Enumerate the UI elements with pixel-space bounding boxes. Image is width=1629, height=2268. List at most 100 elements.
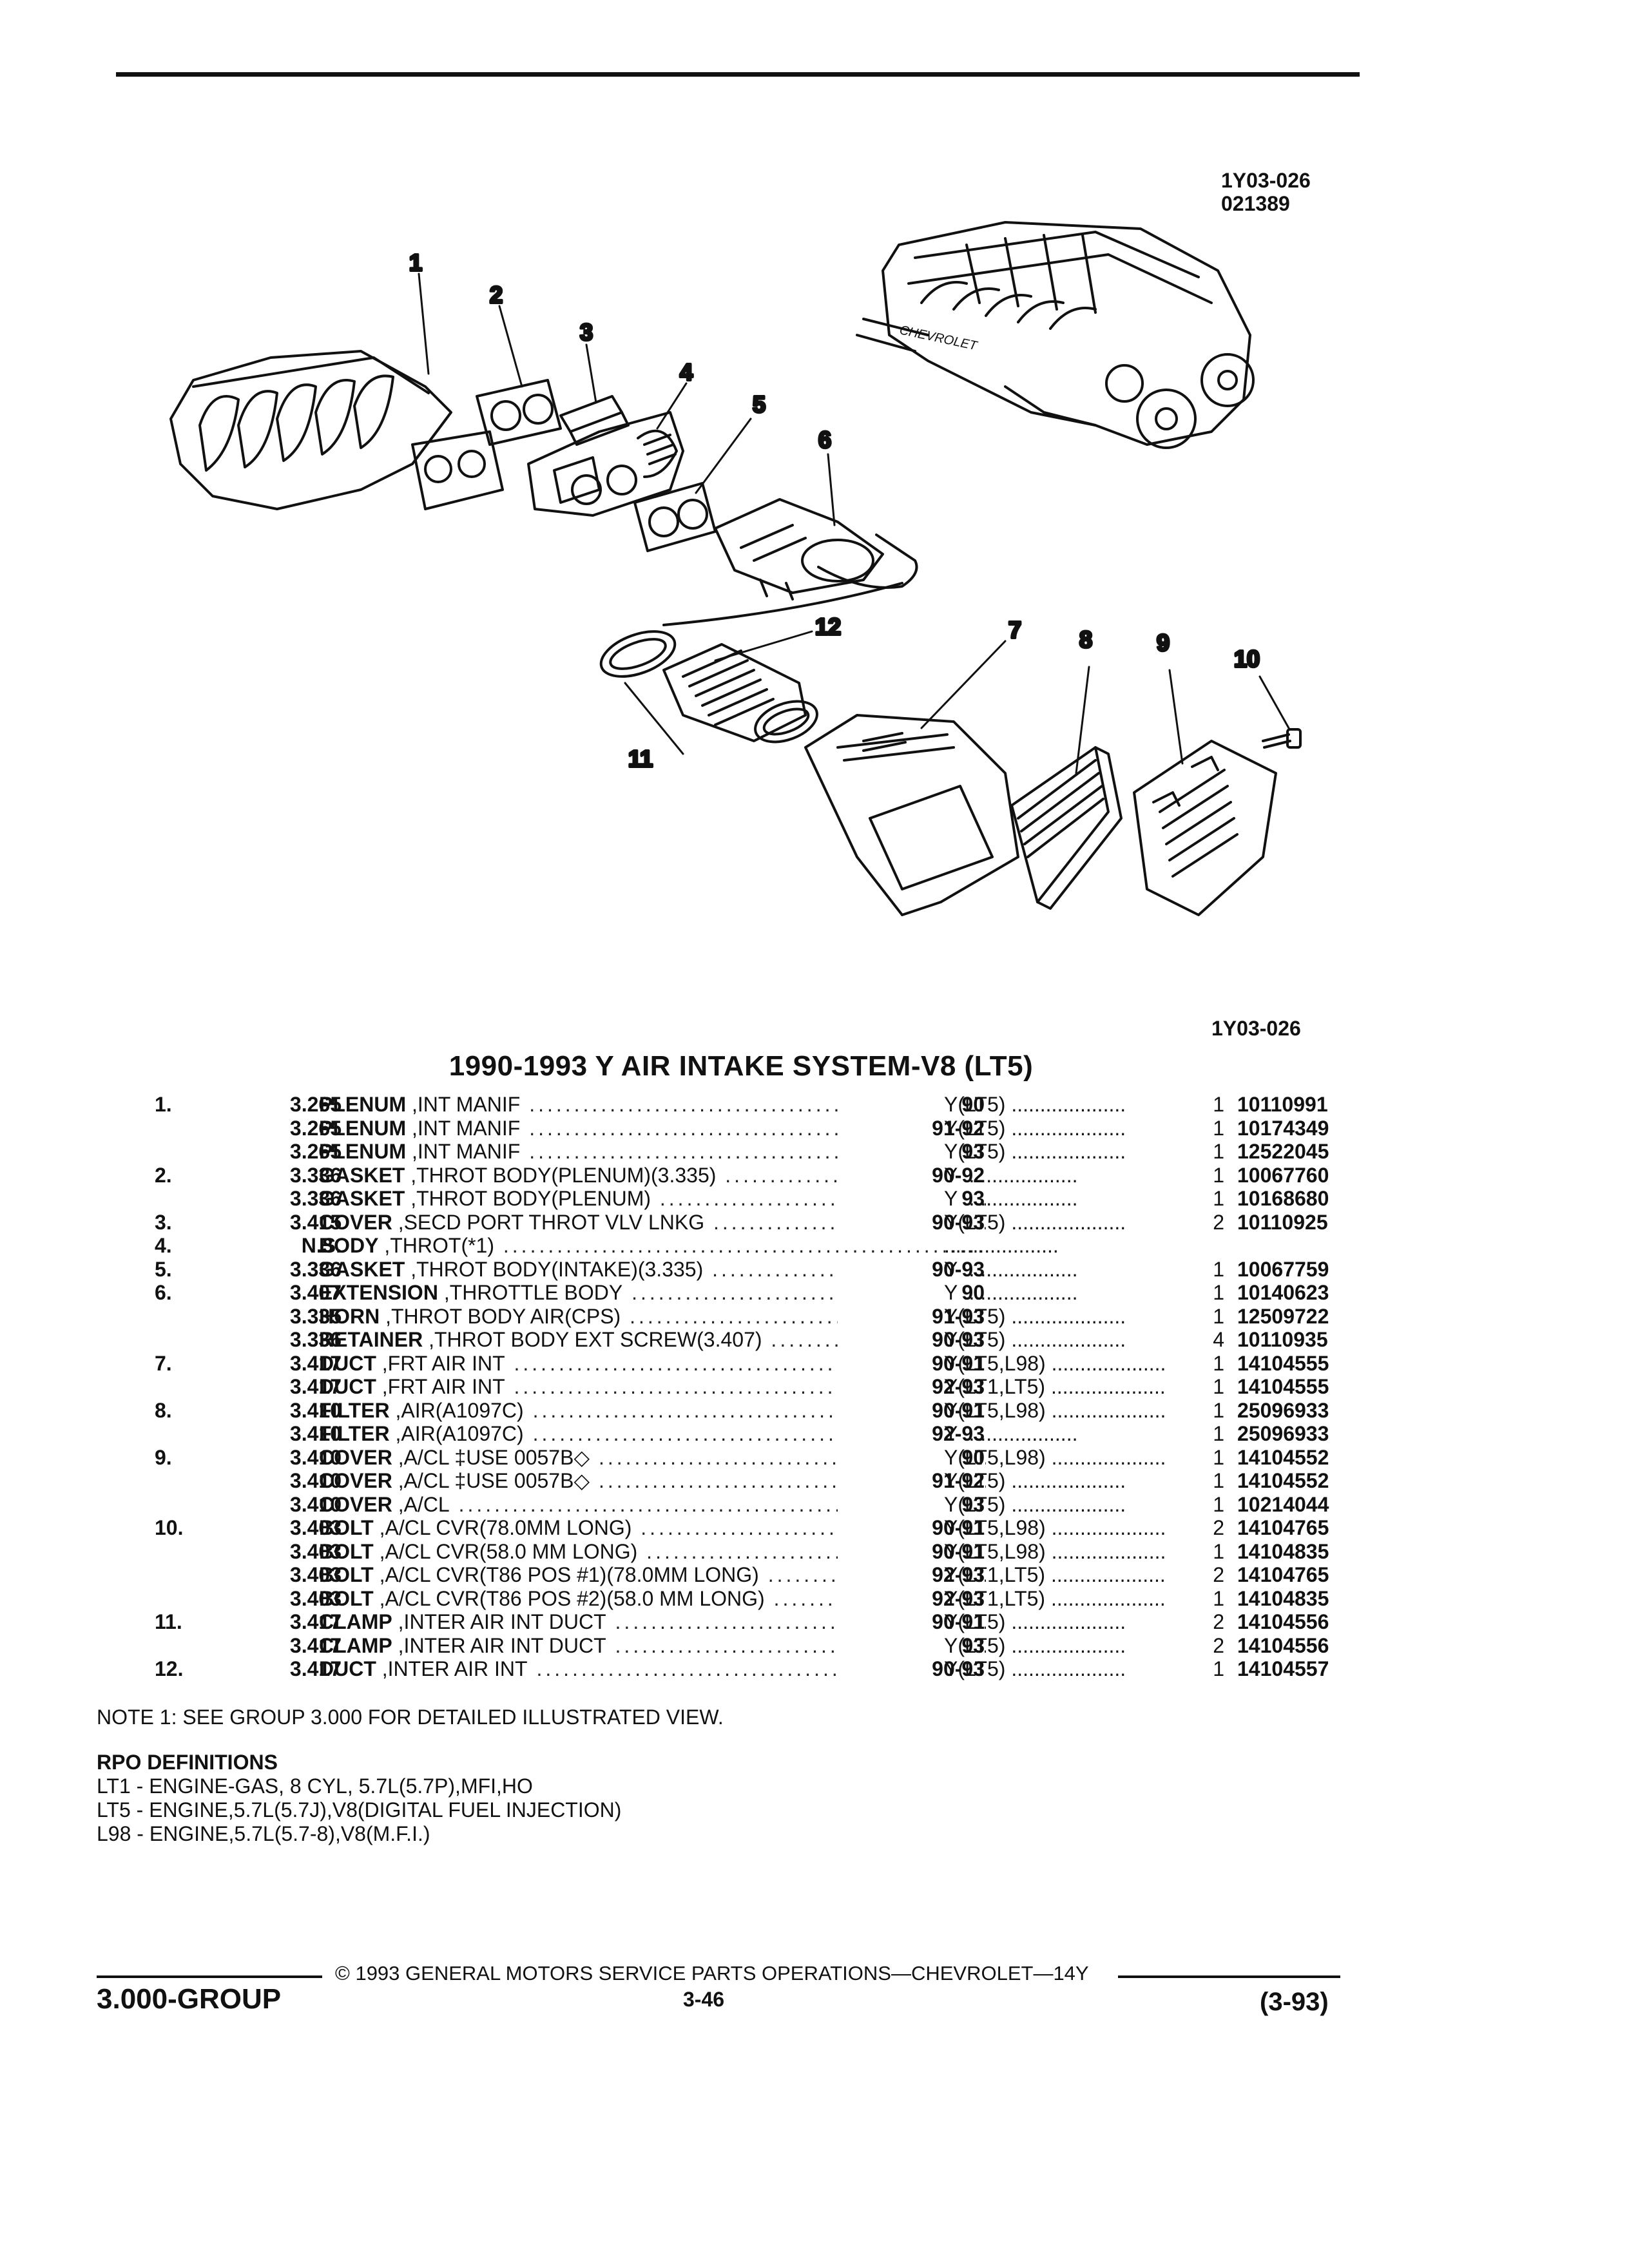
part-air-cleaner-cover: [1133, 740, 1277, 916]
application: Y(LT1,LT5) ....................: [944, 1587, 1195, 1610]
group-number: 3.335: [289, 1304, 342, 1328]
group-number: 3.417: [289, 1351, 342, 1375]
application: Y ....................: [944, 1187, 1195, 1210]
footnote: NOTE 1: SEE GROUP 3.000 FOR DETAILED ILL…: [97, 1706, 724, 1729]
item-number: 3.: [155, 1210, 172, 1234]
group-number: 3.410: [289, 1422, 342, 1445]
section-title: 1990-1993 Y AIR INTAKE SYSTEM-V8 (LT5): [448, 1050, 1034, 1082]
part-plenum: [169, 350, 504, 510]
model-years: 90-91: [838, 1539, 985, 1563]
application: Y(LT5) ....................: [944, 1093, 1195, 1116]
application-code: Y: [944, 1257, 958, 1281]
part-name: BOLT: [319, 1586, 374, 1610]
part-detail: ,A/CL ‡USE 0057B◇: [398, 1469, 590, 1492]
part-number: 14104556: [1237, 1633, 1329, 1657]
model-years: 91-93: [838, 1304, 985, 1328]
part-name: HORN: [319, 1304, 380, 1328]
application: Y ....................: [944, 1258, 1195, 1281]
diagram-ref-bottom: 1Y03-026: [1211, 1017, 1301, 1040]
part-name: COVER: [319, 1210, 392, 1234]
application: Y(LT5,L98) ....................: [944, 1516, 1195, 1539]
model-years: 90: [838, 1281, 985, 1304]
leader-dots: ....................: [1045, 1398, 1166, 1422]
part-throttle-body-extension: [714, 498, 918, 601]
part-name: EXTENSION: [319, 1281, 438, 1304]
part-detail: ,FRT AIR INT: [381, 1351, 505, 1375]
part-throttle-body: [527, 411, 684, 517]
part-name: GASKET: [319, 1257, 405, 1281]
application: Y ....................: [944, 1281, 1195, 1304]
part-description: CLAMP ,INTER AIR INT DUCT ..............…: [319, 1610, 986, 1633]
part-detail: ,A/CL: [398, 1492, 450, 1516]
part-throttle-body-gasket-plenum: [476, 379, 562, 446]
part-name: BODY: [319, 1234, 379, 1257]
leader-dots: ....................: [1005, 1304, 1126, 1328]
application: Y(LT5,L98) ....................: [944, 1446, 1195, 1469]
model-years: 90: [838, 1445, 985, 1469]
part-number: 10174349: [1237, 1116, 1329, 1140]
quantity: 1: [1213, 1281, 1224, 1304]
group-number: 3.410: [289, 1469, 342, 1492]
part-name: GASKET: [319, 1187, 405, 1210]
part-air-cleaner-cover-bolt: [1262, 728, 1302, 749]
part-number: 14104556: [1237, 1610, 1329, 1633]
group-number: 3.336: [289, 1257, 342, 1281]
group-number: 3.410: [289, 1445, 342, 1469]
part-detail: ,A/CL CVR(58.0 MM LONG): [379, 1539, 638, 1563]
rpo-header: RPO DEFINITIONS: [97, 1751, 278, 1774]
application-code: Y(LT5): [944, 1140, 1006, 1163]
item-number: 1.: [155, 1093, 172, 1116]
footer-page-number: 3-46: [683, 1988, 725, 2011]
leader-dots: ....................: [1045, 1445, 1166, 1469]
part-detail: ,A/CL CVR(78.0MM LONG): [379, 1516, 632, 1539]
part-detail: ,INTER AIR INT DUCT: [398, 1610, 606, 1633]
part-detail: ,A/CL CVR(T86 POS #1)(78.0MM LONG): [379, 1563, 759, 1586]
group-number: 3.336: [289, 1187, 342, 1210]
part-number: 10168680: [1237, 1187, 1329, 1210]
application-code: Y(LT5): [944, 1657, 1006, 1680]
application: Y(LT1,LT5) ....................: [944, 1375, 1195, 1398]
leader-dots: ....................: [957, 1187, 1078, 1210]
group-number: 3.403: [289, 1516, 342, 1539]
part-number: 14104555: [1237, 1351, 1329, 1375]
application-code: Y(LT5,L98): [944, 1351, 1046, 1375]
application: Y(LT5) ....................: [944, 1305, 1195, 1328]
model-years: 90-91: [838, 1610, 985, 1633]
callout-11: 11: [628, 745, 653, 772]
part-number: 10110925: [1237, 1210, 1328, 1234]
application-code: Y(LT1,LT5): [944, 1563, 1046, 1586]
application-code: Y(LT5): [944, 1492, 1006, 1516]
application: Y(LT5) ....................: [944, 1657, 1195, 1680]
part-throttle-body-gasket-intake: [633, 482, 717, 552]
group-number: 3.336: [289, 1163, 342, 1187]
part-detail: ,THROT BODY AIR(CPS): [385, 1304, 621, 1328]
diagram-ref-top-1: 1Y03-026: [1221, 169, 1311, 192]
part-number: 12522045: [1237, 1140, 1329, 1163]
leader-dots: ....................: [1045, 1351, 1166, 1375]
callout-5: 5: [753, 391, 766, 418]
group-number: 3.415: [289, 1210, 342, 1234]
model-years: 90-92: [838, 1163, 985, 1187]
model-years: 90-93: [838, 1257, 985, 1281]
leader-dots: ........................................…: [494, 1234, 986, 1257]
part-name: PLENUM: [319, 1093, 407, 1116]
item-number: 5.: [155, 1257, 172, 1281]
application: Y(LT5,L98) ....................: [944, 1540, 1195, 1563]
application-code: Y(LT5): [944, 1610, 1006, 1633]
application-code: Y(LT1,LT5): [944, 1375, 1046, 1398]
quantity: 1: [1213, 1093, 1224, 1116]
callout-4: 4: [680, 359, 693, 385]
group-number: 3.265: [289, 1116, 342, 1140]
application: Y(LT1,LT5) ....................: [944, 1563, 1195, 1586]
application: Y(LT5,L98) ....................: [944, 1399, 1195, 1422]
application: Y(LT5) ....................: [944, 1140, 1195, 1163]
model-years: 90: [838, 1093, 985, 1116]
model-years: 91-92: [838, 1469, 985, 1492]
group-number: 3.403: [289, 1539, 342, 1563]
quantity: 1: [1213, 1586, 1224, 1610]
application: Y(LT5) ....................: [944, 1469, 1195, 1492]
group-number: 3.265: [289, 1093, 342, 1116]
callout-3: 3: [580, 319, 593, 345]
leader-dots: ....................: [1045, 1375, 1166, 1398]
leader-dots: ....................: [1005, 1633, 1126, 1657]
